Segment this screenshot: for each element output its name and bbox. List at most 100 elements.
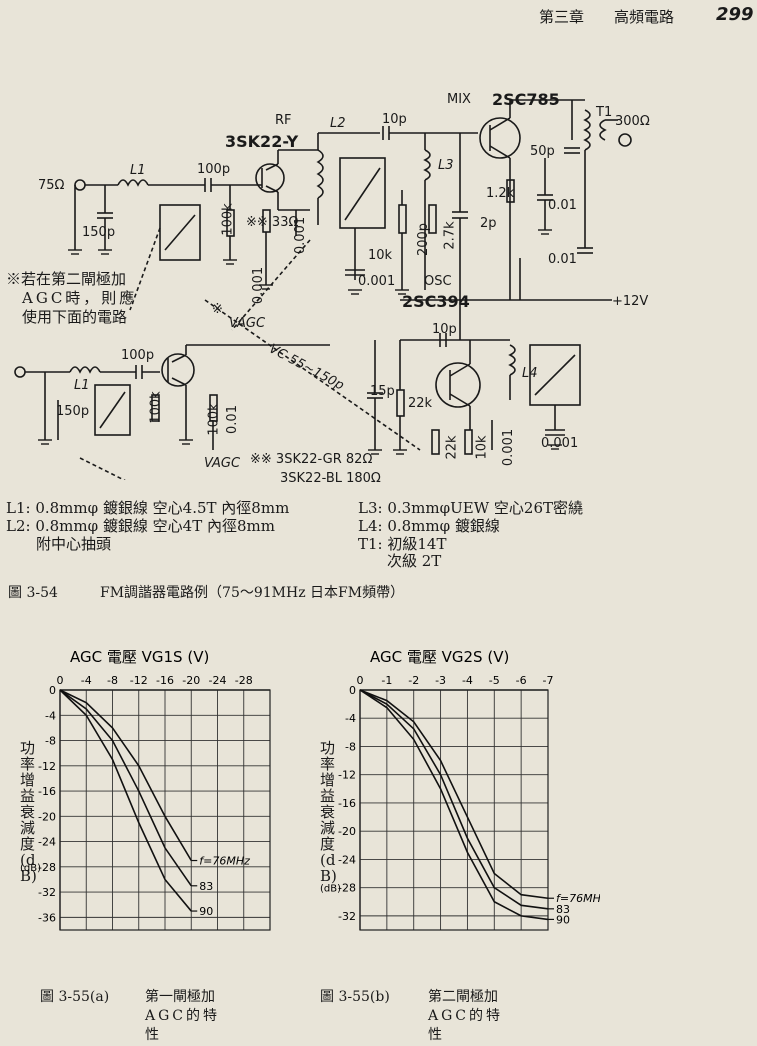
series-line-3 [59, 689, 192, 912]
r22k-lower-label: 22k [444, 435, 460, 460]
spec-l3: L3: 0.3mmφUEW 空心26T密繞 [358, 499, 584, 517]
spec-t1-primary: T1: 初級14T [358, 535, 447, 553]
c150p-label: 150p [82, 225, 116, 240]
y-tick-label: -28 [338, 882, 356, 895]
y-tick-label: -32 [38, 886, 56, 899]
r200p-label: 200p [416, 222, 432, 257]
x-tick-label: -5 [489, 674, 500, 687]
x-tick-label: -4 [81, 674, 92, 687]
c0001-label-a: 0.001 [293, 216, 309, 255]
x-tick-label: -28 [235, 674, 253, 687]
series-line-2 [59, 689, 192, 887]
y-tick-label: -8 [345, 740, 356, 753]
r33-label: ※※ 33Ω [246, 215, 299, 230]
mix-transistor-label: 2SC785 [492, 90, 560, 109]
c2p-label: 2p [480, 216, 497, 231]
c0001-lower-label-b: 0.001 [541, 436, 579, 451]
spec-l2: L2: 0.8mmφ 鍍銀線 空心4T 內徑8mm [6, 517, 275, 535]
series-label: 83 [556, 903, 570, 916]
series-label: 83 [199, 880, 213, 893]
chapter-label: 第三章 [539, 8, 585, 26]
l2-label: L2 [330, 116, 346, 131]
chapter-title: 高頻電路 [614, 8, 675, 26]
x-tick-label: -16 [156, 674, 174, 687]
series-label: 90 [199, 905, 213, 918]
l1-lower-label: L1 [74, 378, 90, 393]
spec-l4: L4: 0.8mmφ 鍍銀線 [358, 517, 500, 535]
chart-b-ylabel: 功率增益衰減度 (dB) [320, 739, 337, 885]
agc-note-line3: 使用下面的電路 [22, 308, 128, 326]
c100p-label: 100p [197, 162, 231, 177]
c001-lower-label: 0.01 [224, 405, 240, 434]
figure-355b-caption-2: AGC的特 [428, 1008, 504, 1024]
c001-label-b: 0.01 [548, 252, 577, 267]
c50p-label: 50p [530, 144, 555, 159]
y-tick-label: 0 [349, 684, 356, 697]
y-tick-label: -32 [338, 910, 356, 923]
figure-355a-caption-2: AGC的特 [145, 1008, 221, 1024]
spec-t1-secondary: 次級 2T [387, 552, 442, 570]
c100p-lower-label: 100p [121, 348, 155, 363]
chart-title: AGC 電壓 VG2S (V) [370, 650, 509, 666]
y-tick-label: -12 [38, 760, 56, 773]
series-line-3 [359, 689, 549, 921]
y-tick-label: -16 [338, 797, 356, 810]
mark-single: ※ [212, 302, 223, 317]
osc-label: OSC [424, 274, 452, 289]
l3-label: L3 [438, 158, 454, 173]
x-tick-label: -4 [462, 674, 473, 687]
out300-label: 300Ω [615, 114, 650, 129]
t1-label: T1 [596, 105, 613, 120]
figure-354-label: 圖 3-54 [8, 585, 58, 601]
x-tick-label: -12 [130, 674, 148, 687]
plot-frame [59, 689, 271, 931]
vagc-label-b: VAGC [204, 456, 241, 471]
series-line-1 [59, 689, 192, 861]
c001-label: 0.01 [548, 198, 577, 213]
c0001-lower-label: 0.001 [501, 428, 517, 467]
y-tick-label: -24 [38, 836, 56, 849]
x-tick-label: -1 [381, 674, 392, 687]
figure-355a-caption-1: 第一閘極加 [145, 989, 215, 1005]
x-tick-label: -8 [107, 674, 118, 687]
x-tick-label: -7 [543, 674, 554, 687]
x-tick-label: -6 [516, 674, 527, 687]
input-75-label: 75Ω [38, 178, 65, 193]
rf-label: RF [275, 113, 292, 128]
r12k-label: 1.2k [486, 186, 515, 201]
r10k-label: 10k [368, 248, 393, 263]
variants-line1: ※※ 3SK22-GR 82Ω [250, 452, 373, 467]
variants-line2: 3SK22-BL 180Ω [280, 471, 381, 486]
mix-label: MIX [447, 92, 471, 107]
x-tick-label: -20 [182, 674, 200, 687]
figure-354-caption: FM調諧器電路例（75～91MHz 日本FM頻帶） [100, 585, 405, 601]
r100k-label: 100k [220, 203, 236, 236]
y-unit-label: (dB) [320, 884, 341, 895]
y-tick-label: -12 [338, 769, 356, 782]
y-tick-label: -36 [38, 911, 56, 924]
osc-transistor-label: 2SC394 [402, 292, 470, 311]
c10p-osc-label: 10p [432, 322, 457, 337]
figure-355a-caption-3: 性 [145, 1027, 159, 1043]
r10k-lower-label: 10k [474, 435, 490, 460]
x-tick-label: 0 [357, 674, 364, 687]
series-label: 90 [556, 913, 570, 926]
x-tick-label: -2 [408, 674, 419, 687]
y-tick-label: -4 [345, 712, 356, 725]
r22k-label: 22k [408, 396, 433, 411]
y-tick-label: -8 [45, 735, 56, 748]
chart-title: AGC 電壓 VG1S (V) [70, 650, 209, 666]
vcc-label: +12V [612, 294, 649, 309]
page-number: 299 [716, 4, 754, 25]
l1-label: L1 [130, 163, 146, 178]
figure-355a-label: 圖 3-55(a) [40, 989, 110, 1005]
rf-fet-label: 3SK22-Y [225, 132, 299, 151]
y-tick-label: -20 [38, 810, 56, 823]
circuit-schematic [14, 99, 632, 480]
x-tick-label: -3 [435, 674, 446, 687]
y-unit-label: (dB) [20, 863, 41, 874]
figure-355b-caption-1: 第二閘極加 [428, 989, 498, 1005]
agc-note-line2: AGC時，則應 [22, 289, 138, 307]
y-tick-label: -4 [45, 709, 56, 722]
